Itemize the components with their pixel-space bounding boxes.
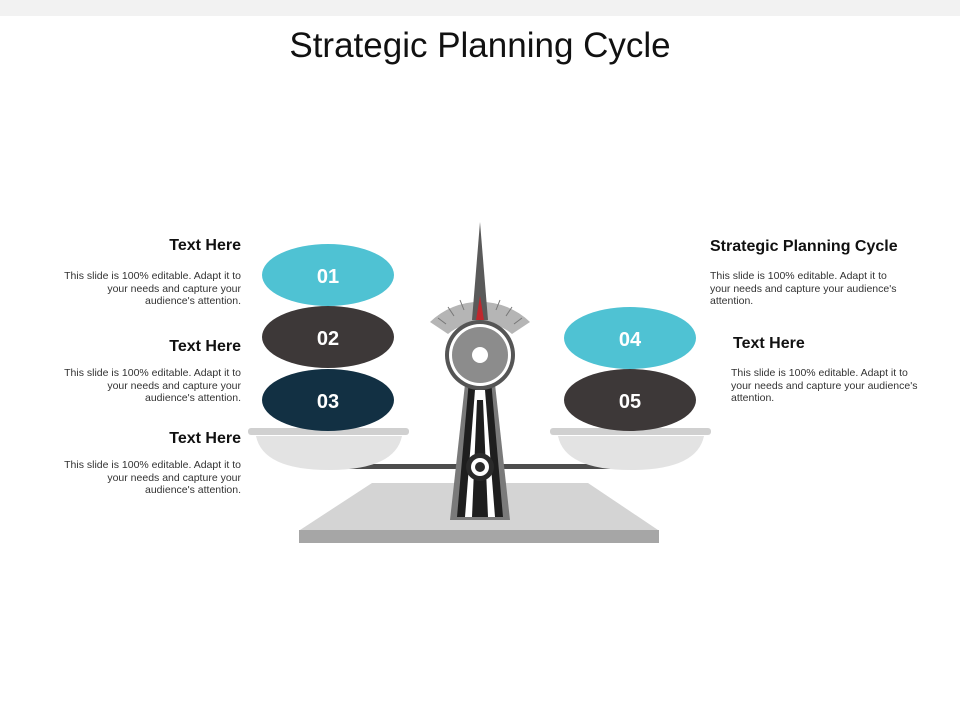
- scale-needle-tip: [476, 296, 484, 320]
- left-pan-bowl: [256, 436, 402, 470]
- scale-base-front: [299, 530, 659, 543]
- disk-03: 03: [262, 369, 394, 431]
- dial-center: [472, 347, 488, 363]
- gauge-ticks: [437, 299, 523, 325]
- disk-01: 01: [262, 244, 394, 306]
- pivot-center: [475, 462, 485, 472]
- item-01-description: This slide is 100% editable. Adapt it to…: [64, 270, 241, 307]
- item-03-heading: Text Here: [169, 430, 241, 447]
- right-pan-bowl: [558, 436, 704, 470]
- item-05-heading: Text Here: [733, 335, 805, 352]
- item-01-heading: Text Here: [169, 237, 241, 254]
- disk-01-number: 01: [317, 266, 339, 288]
- scale-needle: [472, 222, 488, 320]
- disk-05: 05: [564, 369, 696, 431]
- disk-03-number: 03: [317, 391, 339, 413]
- item-02-heading: Text Here: [169, 338, 241, 355]
- disk-02: 02: [262, 306, 394, 368]
- disk-02-number: 02: [317, 328, 339, 350]
- disk-05-number: 05: [619, 391, 641, 413]
- item-04-heading: Strategic Planning Cycle: [710, 238, 898, 255]
- right-pan-rim: [550, 428, 711, 435]
- left-pan-rim: [248, 428, 409, 435]
- item-05-description: This slide is 100% editable. Adapt it to…: [731, 367, 918, 404]
- top-bar: [0, 0, 960, 16]
- disk-04-number: 04: [619, 329, 642, 351]
- item-02-description: This slide is 100% editable. Adapt it to…: [64, 367, 241, 404]
- item-04-description: This slide is 100% editable. Adapt it to…: [710, 270, 897, 307]
- disk-04: 04: [564, 307, 696, 369]
- item-03-description: This slide is 100% editable. Adapt it to…: [64, 459, 241, 496]
- slide-title: Strategic Planning Cycle: [289, 26, 671, 65]
